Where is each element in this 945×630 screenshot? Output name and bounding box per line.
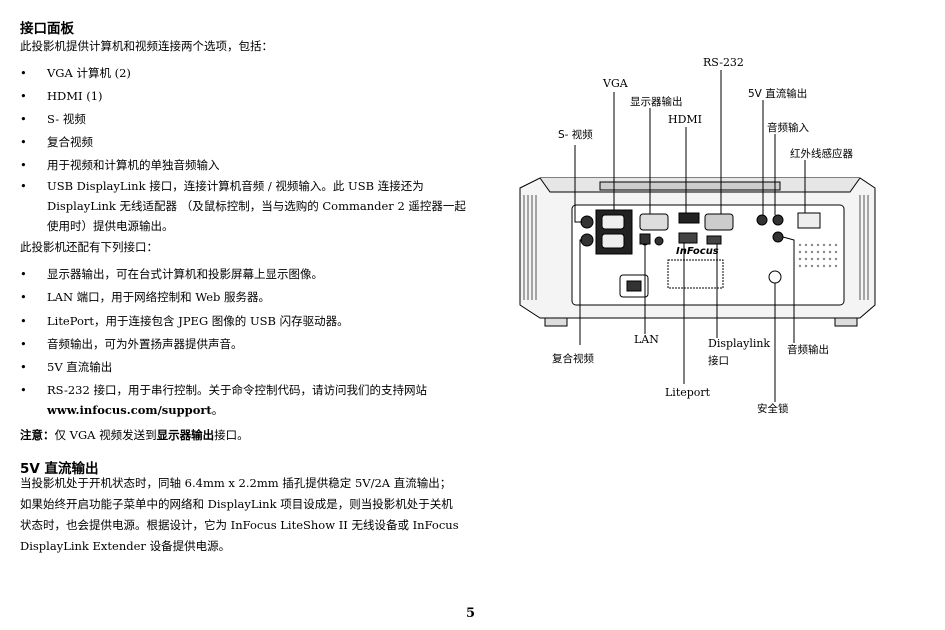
monitor-out-port — [639, 213, 669, 231]
label-composite: 复合视频 — [552, 353, 594, 365]
label-rs232: RS-232 — [703, 56, 744, 69]
label-hdmi: HDMI — [668, 113, 703, 126]
list-item: •音频输出，可为外置扬声器提供声音。 — [20, 337, 243, 351]
speaker-grille — [798, 243, 838, 268]
input-list: •VGA 计算机 (2) •HDMI (1) •S- 视频 •复合视频 •用于视… — [20, 63, 466, 236]
rs232-port — [704, 213, 734, 231]
page-number: 5 — [466, 606, 476, 621]
list-item: •RS-232 接口，用于串行控制。关于命令控制代码，请访问我们的支持网站 ww… — [20, 383, 427, 417]
list-item: •S- 视频 — [20, 112, 86, 126]
list-item: •5V 直流输出 — [20, 360, 113, 374]
intro-text: 此投影机提供计算机和视频连接两个选项，包括： — [20, 39, 273, 53]
label-audio-in: 音频输入 — [767, 122, 809, 134]
section-title-interface: 接口面板 — [20, 21, 74, 37]
leader-lines — [574, 70, 806, 402]
note-label: 注意： — [20, 428, 55, 442]
label-liteport: Liteport — [665, 386, 711, 399]
label-monitor-out: 显示器输出 — [630, 96, 683, 108]
label-displaylink-port: 接口 — [708, 355, 729, 367]
label-ir-sensor: 红外线感应器 — [790, 148, 853, 160]
label-svideo: S- 视频 — [558, 129, 593, 141]
label-lan: LAN — [634, 333, 659, 346]
support-url: www.infocus.com/support — [47, 403, 212, 417]
label-dc5v: 5V 直流输出 — [748, 88, 808, 100]
section-title-5v: 5V 直流输出 — [20, 461, 99, 477]
section-5v-body: 当投影机处于开机状态时，同轴 6.4mm x 2.2mm 插孔提供稳定 5V/2… — [20, 476, 459, 553]
output-list: •显示器输出，可在台式计算机和投影屏幕上显示图像。 •LAN 端口，用于网络控制… — [20, 264, 465, 420]
list-item: •用于视频和计算机的单独音频输入 — [20, 158, 220, 172]
hdmi-port — [678, 212, 700, 224]
dc5v-jack — [756, 214, 768, 226]
also-text: 此投影机还配有下列接口： — [20, 240, 158, 254]
list-item: •HDMI (1) — [20, 89, 103, 103]
list-item: •复合视频 — [20, 135, 93, 149]
note: 注意：仅 VGA 视频发送到显示器输出接口。 — [20, 428, 249, 442]
list-item: •VGA 计算机 (2) — [20, 66, 131, 80]
label-vga: VGA — [603, 77, 628, 90]
security-lock — [768, 270, 782, 284]
brand-logo: InFocus — [676, 246, 719, 257]
label-security-lock: 安全锁 — [757, 403, 789, 415]
lan-port — [639, 233, 651, 245]
ir-sensor — [797, 212, 821, 229]
label-displaylink: Displaylink — [708, 337, 771, 350]
list-item: •显示器输出，可在台式计算机和投影屏幕上显示图像。 — [20, 267, 323, 281]
list-item: •LAN 端口，用于网络控制和 Web 服务器。 — [20, 290, 271, 304]
list-item: •LitePort，用于连接包含 JPEG 图像的 USB 闪存驱动器。 — [20, 314, 349, 328]
list-item: •USB DisplayLink 接口，连接计算机音频 / 视频输入。此 USB… — [20, 179, 466, 233]
label-audio-out: 音频输出 — [787, 344, 829, 356]
